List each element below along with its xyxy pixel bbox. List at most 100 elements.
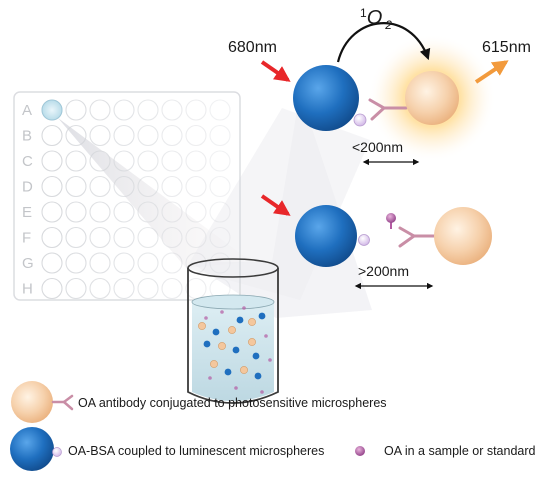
legend-luminescent-label: OA-BSA coupled to luminescent microspher…	[68, 444, 324, 458]
photosensitive-bead	[228, 326, 236, 334]
plate-well	[65, 124, 87, 147]
plate-well	[41, 226, 63, 249]
photosensitive-bead	[248, 338, 256, 346]
plate-well	[65, 226, 87, 249]
plate-well	[41, 175, 63, 198]
oa-molecule-dot	[268, 358, 272, 362]
plate-well	[137, 252, 159, 274]
plate-well	[209, 175, 231, 198]
free-oa-molecule	[386, 213, 396, 223]
photosensitive-microsphere	[405, 71, 459, 125]
plate-well	[137, 201, 159, 223]
plate-well	[65, 150, 87, 172]
oa-molecule-dot	[204, 316, 208, 320]
luminescent-bead	[203, 340, 211, 348]
plate-well	[89, 252, 111, 274]
oa-molecule-dot	[242, 306, 246, 310]
plate-well	[113, 99, 135, 121]
plate-well	[209, 226, 231, 249]
plate-well	[185, 99, 207, 121]
plate-row-label: C	[22, 153, 33, 170]
plate-well	[161, 124, 183, 147]
plate-well	[89, 201, 111, 223]
excitation-arrow-bottom	[260, 194, 291, 216]
plate-well	[113, 201, 135, 223]
photosensitive-microsphere-swatch	[11, 381, 53, 423]
oa-molecule-dot	[220, 310, 224, 314]
plate-well	[113, 124, 135, 147]
plate-well	[137, 277, 159, 300]
plate-well	[89, 226, 111, 249]
antibody-swatch-icon	[51, 394, 74, 411]
luminescent-bead	[224, 368, 232, 376]
luminescent-bead	[232, 346, 240, 354]
plate-well	[137, 124, 159, 147]
photosensitive-bead	[210, 360, 218, 368]
plate-well	[209, 201, 231, 223]
antibody-icon	[398, 226, 438, 248]
luminescent-bead	[258, 312, 266, 320]
excitation-arrow-top	[260, 60, 291, 82]
oa-bsa-swatch	[52, 447, 62, 457]
plate-well	[113, 150, 135, 172]
plate-well	[89, 277, 111, 300]
plate-well	[137, 175, 159, 198]
proximity-pair-near	[293, 34, 496, 162]
legend-item-luminescent: OA-BSA coupled to luminescent microspher…	[10, 427, 324, 471]
photosensitive-bead	[218, 342, 226, 350]
plate-well	[137, 99, 159, 121]
plate-row-label: A	[22, 102, 32, 119]
plate-well	[137, 226, 159, 249]
oa-molecule-swatch	[355, 446, 365, 456]
photosensitive-bead	[248, 318, 256, 326]
oa-molecule-dot	[234, 386, 238, 390]
plate-well	[113, 252, 135, 274]
singlet-oxygen-transfer-arrow	[336, 22, 431, 63]
plate-well	[209, 150, 231, 172]
plate-well	[209, 99, 231, 121]
luminescent-bead	[236, 316, 244, 324]
luminescent-bead	[252, 352, 260, 360]
photosensitive-microsphere	[434, 207, 492, 265]
plate-row-label: E	[22, 204, 32, 221]
plate-row-label: B	[22, 128, 32, 145]
legend-oa-label: OA in a sample or standard	[384, 444, 536, 458]
emission-arrow	[474, 60, 509, 84]
plate-well	[89, 99, 111, 121]
plate-well	[65, 277, 87, 300]
plate-well	[65, 175, 87, 198]
oa-bsa-conjugate	[353, 113, 367, 127]
excitation-label: 680nm	[228, 39, 277, 56]
beaker	[187, 258, 279, 404]
proximity-pair-far	[295, 205, 492, 267]
legend-photosensitive-label: OA antibody conjugated to photosensitive…	[78, 396, 387, 410]
plate-well	[89, 124, 111, 147]
plate-well	[185, 201, 207, 223]
plate-well	[161, 201, 183, 223]
plate-well	[65, 99, 87, 121]
luminescent-microsphere	[293, 65, 359, 131]
plate-well	[41, 201, 63, 223]
plate-well	[41, 252, 63, 274]
plate-row-label: F	[22, 230, 31, 247]
far-distance-label: >200nm	[358, 263, 409, 279]
legend-item-oa: OA in a sample or standard	[355, 444, 536, 458]
luminescent-microsphere	[295, 205, 357, 267]
highlighted-well-a1	[41, 99, 63, 121]
plate-row-label: G	[22, 255, 34, 272]
plate-well	[89, 150, 111, 172]
luminescent-bead	[212, 328, 220, 336]
plate-well	[185, 175, 207, 198]
plate-well	[161, 226, 183, 249]
plate-well	[89, 175, 111, 198]
oa-molecule-dot	[260, 390, 264, 394]
plate-well	[185, 226, 207, 249]
plate-row-label: H	[22, 281, 33, 298]
plate-well	[41, 124, 63, 147]
plate-well	[161, 150, 183, 172]
plate-well	[41, 150, 63, 172]
oa-molecule-dot	[208, 376, 212, 380]
